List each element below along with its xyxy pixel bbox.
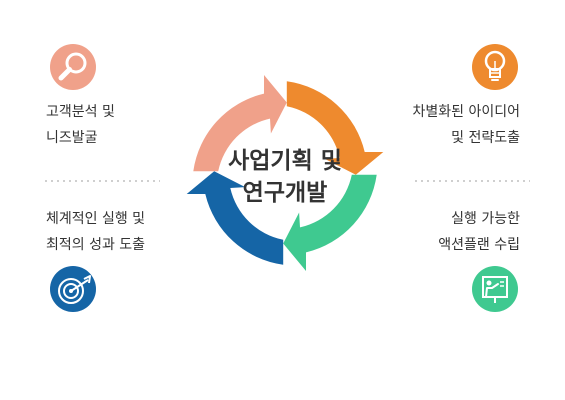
step-02-caption: 차별화된 아이디어 및 전략도출 — [413, 99, 521, 151]
magnifier-icon — [50, 44, 96, 90]
step-04-line2: 최적의 성과 도출 — [46, 237, 146, 253]
step-02-line2: 및 전략도출 — [451, 130, 520, 146]
center-title: 사업기획 및 연구개발 — [200, 145, 370, 209]
step-02-line1: 차별화된 아이디어 — [412, 104, 521, 120]
segment-01-arrow — [193, 75, 287, 172]
step-03-caption: 실행 가능한 액션플랜 수립 — [438, 206, 520, 258]
step-number-02: 02 — [345, 92, 366, 110]
lightbulb-icon — [472, 44, 518, 90]
segment-03-arrow — [283, 174, 377, 271]
step-number-03: 03 — [345, 243, 366, 261]
center-title-line1: 사업기획 및 — [228, 148, 342, 174]
step-03-line1: 실행 가능한 — [451, 211, 520, 227]
step-01-caption: 고객분석 및 니즈발굴 — [46, 99, 115, 151]
step-03-line2: 액션플랜 수립 — [438, 237, 520, 253]
step-number-01: 01 — [199, 92, 220, 110]
center-title-line2: 연구개발 — [242, 180, 328, 206]
step-number-04: 04 — [202, 243, 223, 261]
step-01-line2: 니즈발굴 — [46, 130, 98, 146]
segment-02-arrow — [286, 81, 384, 175]
presentation-icon — [472, 266, 518, 312]
target-icon — [50, 266, 96, 312]
segment-04-arrow — [186, 171, 284, 265]
step-04-caption: 체계적인 실행 및 최적의 성과 도출 — [46, 206, 145, 258]
step-01-line1: 고객분석 및 — [46, 104, 115, 120]
step-04-line1: 체계적인 실행 및 — [46, 211, 146, 227]
